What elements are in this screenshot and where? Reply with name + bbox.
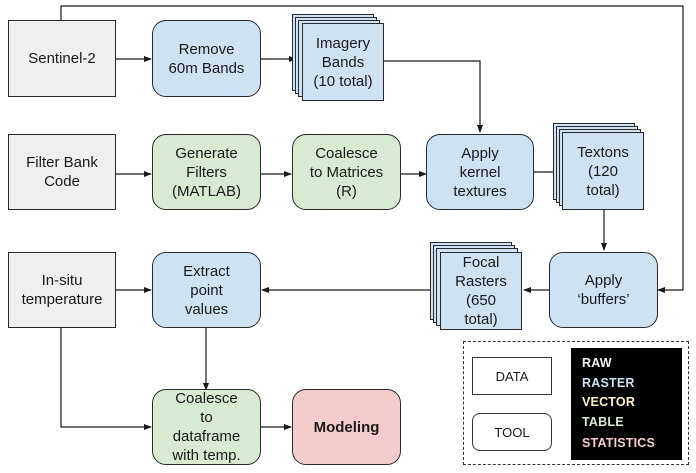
legend: DATA TOOL RAW RASTER VECTOR TABLE STATIS… (463, 341, 689, 465)
legend-raw: RAW (582, 356, 612, 370)
node-focal-rasters: Focal Rasters (650 total) (440, 252, 522, 330)
node-imagery-bands: Imagery Bands (10 total) (302, 23, 384, 101)
node-apply-buffers: Apply ‘buffers’ (549, 252, 658, 328)
node-apply-kernel-textures: Apply kernel textures (426, 134, 534, 210)
node-extract-point-values: Extract point values (152, 252, 261, 328)
legend-table: TABLE (582, 414, 624, 429)
edge-imagery-to-kernel (383, 60, 483, 133)
legend-raster: RASTER (582, 375, 635, 390)
node-coalesce-to-matrices: Coalesce to Matrices (R) (292, 134, 401, 210)
edge-insitu-to-coalesce-df (60, 328, 152, 430)
node-coalesce-to-dataframe: Coalesce to dataframe with temp. (152, 389, 261, 465)
legend-data-shape: DATA (472, 357, 552, 395)
legend-statistics: STATISTICS (582, 436, 656, 450)
edge-sentinel-to-buffers (60, 5, 684, 293)
node-textons: Textons (120 total) (562, 132, 644, 210)
node-modeling: Modeling (292, 389, 401, 465)
legend-color-key: RAW RASTER VECTOR TABLE STATISTICS (571, 348, 682, 460)
node-generate-filters: Generate Filters (MATLAB) (152, 134, 261, 210)
node-textons-stack: Textons (120 total) (553, 123, 645, 210)
node-remove-60m-bands: Remove 60m Bands (152, 20, 261, 97)
node-imagery-bands-stack: Imagery Bands (10 total) (292, 14, 384, 101)
node-filter-bank-code: Filter Bank Code (8, 134, 116, 210)
legend-vector: VECTOR (582, 395, 636, 409)
node-focal-rasters-stack: Focal Rasters (650 total) (430, 242, 522, 330)
node-sentinel-2: Sentinel-2 (8, 20, 116, 97)
node-in-situ-temperature: In-situ temperature (8, 252, 116, 328)
legend-tool-shape: TOOL (472, 413, 552, 451)
